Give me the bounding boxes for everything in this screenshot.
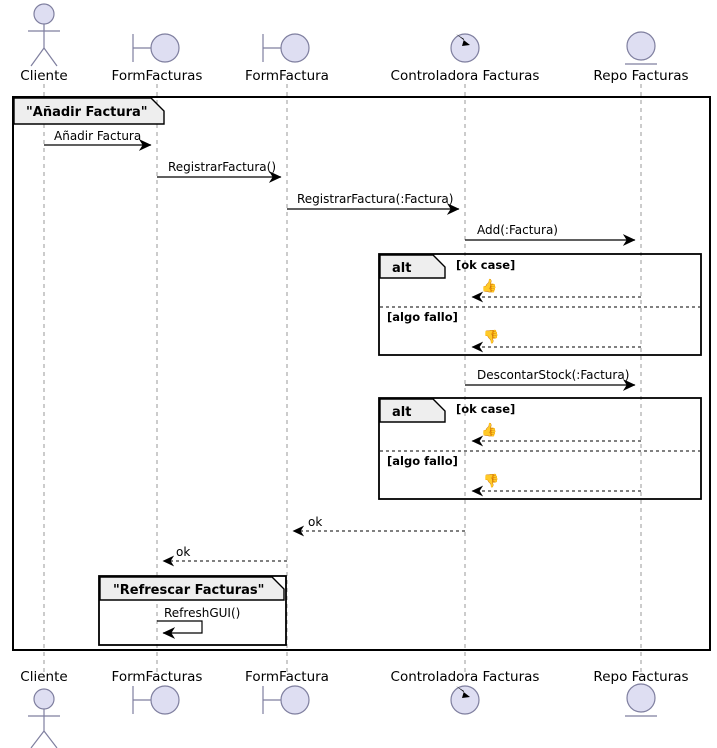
participant-label-repo: Repo Facturas — [593, 68, 688, 84]
boundary-icon — [262, 33, 310, 63]
fragment-operator-alt-2: alt — [392, 405, 411, 420]
boundary-icon — [132, 33, 180, 63]
message-label-descontarstock: DescontarStock(:Factura) — [477, 368, 629, 382]
participant-label-formfacturas-bottom: FormFacturas — [112, 669, 203, 685]
boundary-icon — [262, 685, 310, 715]
message-label-ok-1: ok — [308, 515, 322, 529]
fragment-guard-alt-1-op-1: [ok case] — [456, 258, 515, 272]
participant-head-formfactura[interactable]: FormFactura — [245, 33, 329, 84]
message-registrarfactura-factura: RegistrarFactura(:Factura) — [287, 192, 460, 215]
control-icon — [450, 33, 480, 63]
participant-label-formfactura: FormFactura — [245, 68, 329, 84]
frame-title-refrescar-facturas: "Refrescar Facturas" — [113, 583, 264, 598]
participant-label-cliente: Cliente — [20, 68, 67, 84]
fragment-guard-alt-1-op-2: [algo fallo] — [387, 310, 458, 324]
thumbs-up-icon: 👍 — [481, 422, 497, 438]
participant-head-cliente[interactable]: Cliente — [20, 3, 68, 84]
message-label-registrarfactura: RegistrarFactura() — [168, 160, 276, 174]
message-label-anadir-factura: Añadir Factura — [54, 129, 141, 143]
fragment-alt-1: alt [ok case] 👍 [algo fallo] 👎 — [378, 253, 702, 356]
entity-icon — [625, 31, 657, 65]
thumbs-up-icon: 👍 — [481, 278, 497, 294]
participant-foot-controladora[interactable]: Controladora Facturas — [391, 669, 540, 715]
message-add-factura: Add(:Factura) — [465, 223, 636, 246]
participant-label-cliente-bottom: Cliente — [20, 669, 67, 685]
fragment-guard-alt-2-op-2: [algo fallo] — [387, 454, 458, 468]
lifelines-group — [43, 84, 642, 672]
participant-foot-formfacturas[interactable]: FormFacturas — [112, 669, 203, 715]
boundary-icon — [132, 685, 180, 715]
participant-head-controladora[interactable]: Controladora Facturas — [391, 33, 540, 84]
actor-stick-figure-icon — [28, 3, 60, 67]
fragment-alt-2: alt [ok case] 👍 [algo fallo] 👎 — [378, 397, 702, 500]
message-ok-2: ok — [162, 545, 287, 567]
message-label-registrarfactura-factura: RegistrarFactura(:Factura) — [297, 192, 453, 206]
participant-label-controladora-bottom: Controladora Facturas — [391, 669, 540, 685]
frame-title-anadir-factura: "Añadir Factura" — [26, 105, 148, 120]
participant-foot-cliente[interactable]: Cliente — [20, 669, 68, 748]
participant-foot-formfactura[interactable]: FormFactura — [245, 669, 329, 715]
entity-icon — [625, 683, 657, 717]
frame-anadir-factura: "Añadir Factura" — [12, 96, 711, 651]
message-label-ok-2: ok — [176, 545, 190, 559]
self-message-refreshgui — [157, 620, 203, 639]
fragment-guard-alt-2-op-1: [ok case] — [456, 402, 515, 416]
participant-label-formfactura-bottom: FormFactura — [245, 669, 329, 685]
message-anadir-factura: Añadir Factura — [44, 129, 152, 151]
message-ok-1: ok — [292, 515, 465, 537]
control-icon — [450, 685, 480, 715]
message-registrarfactura: RegistrarFactura() — [157, 160, 282, 183]
participant-head-repo[interactable]: Repo Facturas — [593, 31, 689, 84]
fragment-operator-alt-1: alt — [392, 261, 411, 276]
thumbs-down-icon: 👎 — [483, 329, 499, 345]
participant-label-controladora: Controladora Facturas — [391, 68, 540, 84]
message-label-refreshgui: RefreshGUI() — [164, 606, 240, 620]
actor-stick-figure-icon — [28, 688, 60, 748]
participant-foot-repo[interactable]: Repo Facturas — [593, 669, 689, 717]
participant-label-formfacturas: FormFacturas — [112, 68, 203, 84]
participant-label-repo-bottom: Repo Facturas — [593, 669, 688, 685]
message-label-add-factura: Add(:Factura) — [477, 223, 558, 237]
frame-refrescar-facturas: "Refrescar Facturas" RefreshGUI() — [98, 575, 287, 646]
participant-head-formfacturas[interactable]: FormFacturas — [112, 33, 203, 84]
message-descontarstock: DescontarStock(:Factura) — [465, 368, 636, 391]
thumbs-down-icon: 👎 — [483, 473, 499, 489]
